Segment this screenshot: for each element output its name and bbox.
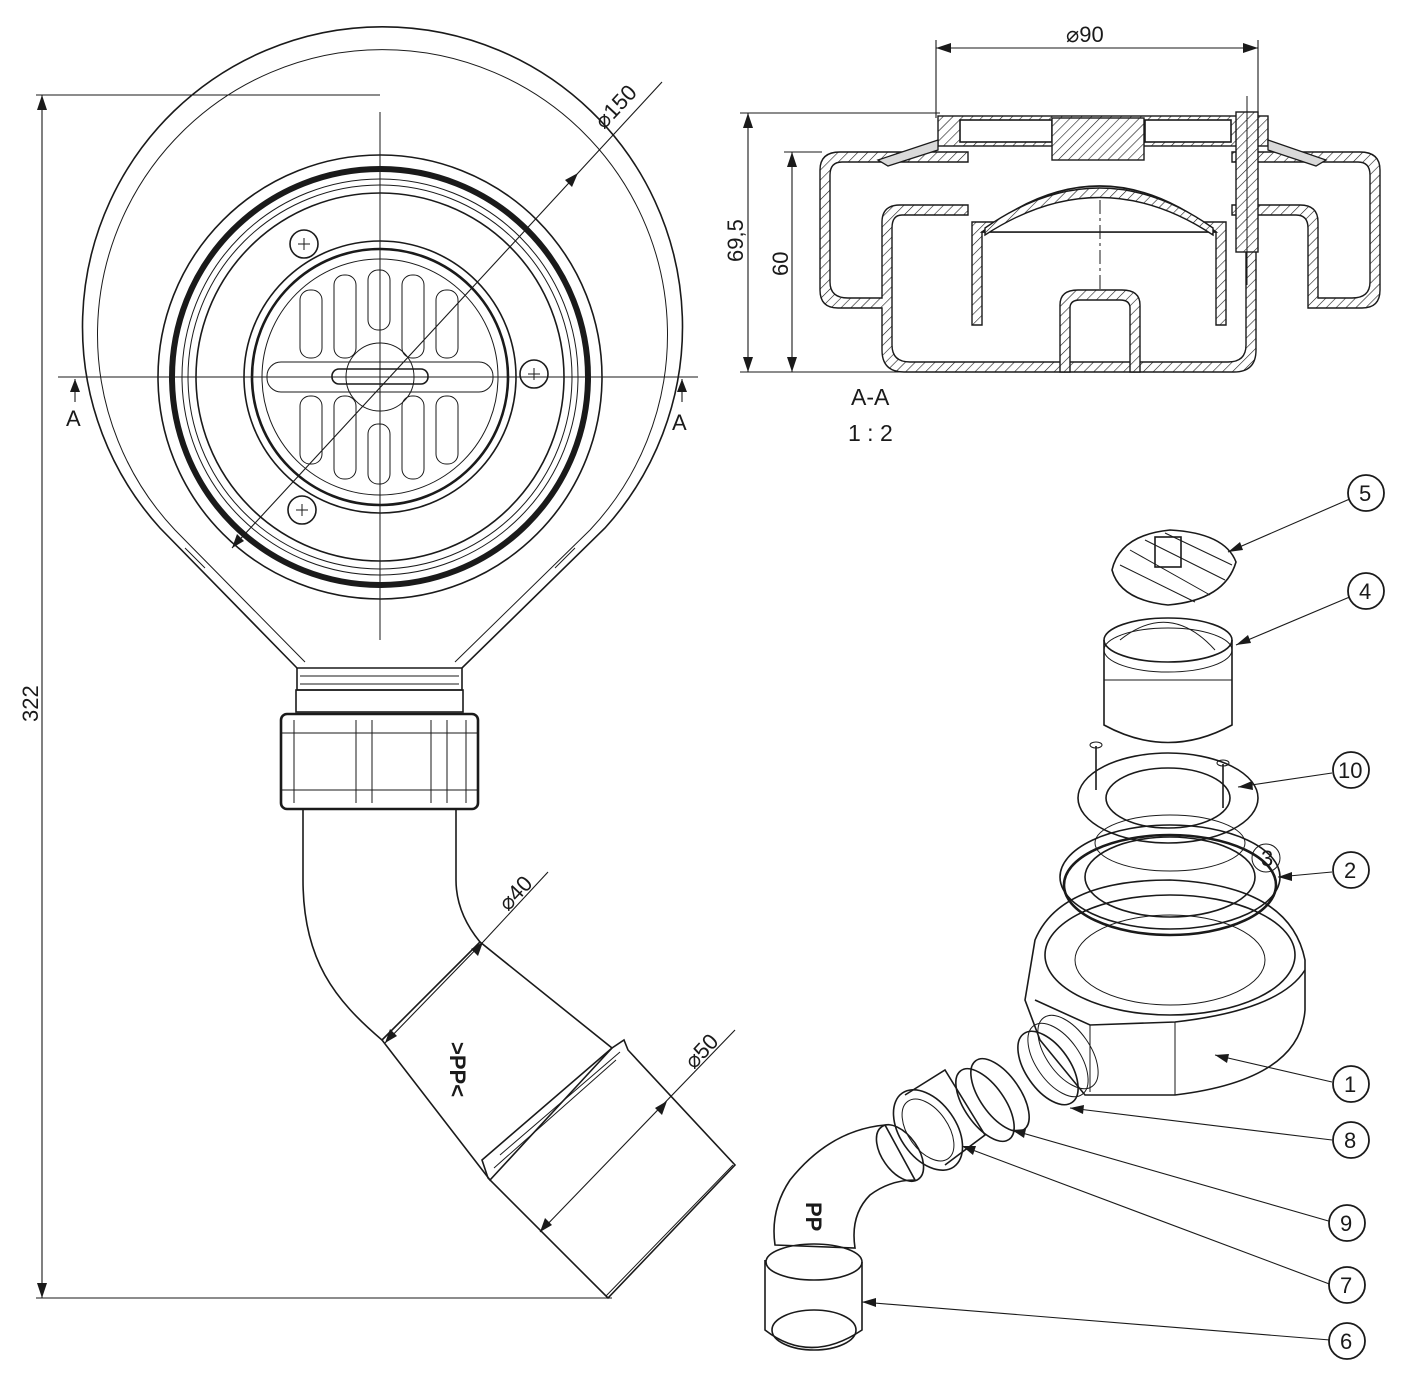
part-2-seal-ring	[1059, 814, 1281, 937]
svg-text:9: 9	[1340, 1211, 1352, 1236]
section-seal-right	[1267, 139, 1328, 167]
neck	[296, 668, 463, 691]
section-center-post	[1059, 289, 1141, 373]
dim-60-label: 60	[768, 252, 793, 276]
balloon-3-label: 3	[1261, 846, 1273, 871]
svg-text:6: 6	[1340, 1329, 1352, 1354]
outlet-pipe-straight	[380, 940, 614, 1182]
part-10-flange-ring	[1077, 741, 1259, 844]
dim-322-label: 322	[18, 685, 43, 722]
outlet-pipe-bend	[302, 810, 481, 1041]
body-inner-outline	[97, 49, 668, 663]
part-6-elbow-pipe: PP	[764, 1124, 925, 1351]
svg-text:10: 10	[1338, 758, 1362, 783]
balloon-10: 10	[1332, 751, 1370, 789]
dim-150-label: ⌀150	[589, 80, 641, 134]
dim-90-label: ⌀90	[1066, 22, 1104, 47]
part-1-body	[1024, 879, 1306, 1096]
balloon-5: 5	[1347, 474, 1385, 512]
body-edge-line-left	[184, 547, 206, 569]
part-9-seal-1	[970, 1057, 1030, 1133]
balloon-1: 1	[1332, 1065, 1370, 1103]
svg-text:5: 5	[1359, 481, 1371, 506]
svg-text:2: 2	[1344, 858, 1356, 883]
part-5-grate-insert	[1111, 529, 1237, 606]
svg-text:4: 4	[1359, 579, 1371, 604]
part-4-bell	[1103, 617, 1233, 744]
balloon-4: 4	[1347, 572, 1385, 610]
leader-lines	[861, 497, 1353, 1341]
dim-40-label: ⌀40	[493, 871, 537, 916]
coupling-nut	[279, 712, 480, 811]
body-edge-line-right	[554, 547, 576, 569]
balloon-9: 9	[1328, 1204, 1366, 1242]
dim-50-label: ⌀50	[679, 1029, 723, 1074]
section-bell	[971, 221, 1227, 326]
part-8-outlet-thread	[1017, 1014, 1099, 1106]
dim-40-line	[384, 941, 484, 1044]
exploded-view: PP 3 5	[764, 474, 1385, 1360]
section-label-right: A	[672, 410, 687, 435]
svg-text:1: 1	[1344, 1072, 1356, 1097]
section-label-left: A	[66, 406, 81, 431]
part-9-seal-2	[955, 1067, 1015, 1143]
plan-view: A A ⌀150 >PP< ⌀40	[18, 25, 737, 1300]
dim-150-line	[231, 81, 663, 549]
section-scale: 1 : 2	[848, 420, 893, 446]
balloon-3-partial	[1251, 843, 1281, 873]
svg-text:8: 8	[1344, 1128, 1356, 1153]
body-outline	[81, 25, 684, 669]
neck-collar	[295, 689, 464, 713]
screw-top-left	[289, 229, 319, 259]
balloon-2: 2	[1332, 851, 1370, 889]
screw-right	[519, 359, 549, 389]
svg-text:7: 7	[1340, 1273, 1352, 1298]
screw-bottom-left	[287, 495, 317, 525]
balloon-6: 6	[1328, 1322, 1366, 1360]
balloon-8: 8	[1332, 1121, 1370, 1159]
outlet-pipe-socket	[481, 1038, 737, 1300]
section-seal-left	[876, 139, 939, 167]
balloon-7: 7	[1328, 1266, 1366, 1304]
section-title: A-A	[851, 384, 890, 410]
plan-material-mark: >PP<	[445, 1042, 470, 1097]
dim-50-line	[539, 1029, 736, 1233]
exploded-material-mark: PP	[801, 1202, 826, 1231]
part-7-nut	[892, 1068, 987, 1172]
dim-69-5-label: 69,5	[723, 219, 748, 262]
section-view: ⌀90 69,5 60 A-A 1 : 2	[723, 22, 1381, 446]
